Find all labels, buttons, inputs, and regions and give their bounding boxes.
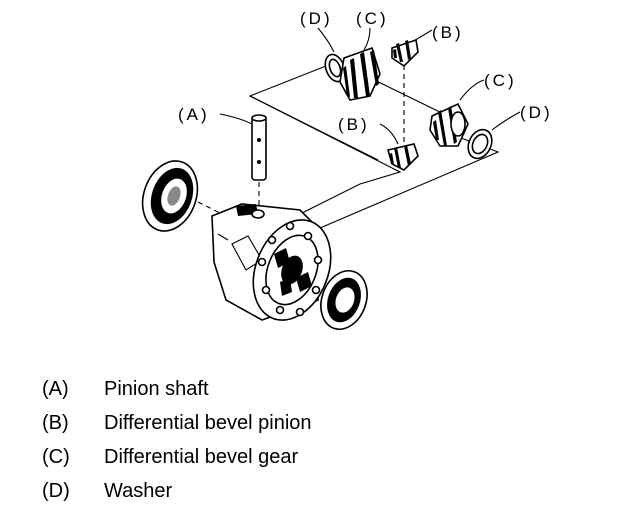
legend-key: (C) bbox=[42, 446, 70, 468]
callout-b-top: (B) bbox=[432, 23, 464, 42]
parts-legend: (A) Pinion shaft (B) Differential bevel … bbox=[42, 372, 602, 508]
legend-row: (B) Differential bevel pinion bbox=[42, 406, 602, 440]
pinion-shaft bbox=[251, 114, 267, 181]
legend-key: (A) bbox=[42, 378, 69, 400]
callout-c-right: (C) bbox=[484, 71, 517, 90]
differential-exploded-diagram: (D) (C) (B) (C) (D) (A) (B) bbox=[141, 9, 553, 330]
washer-right bbox=[467, 128, 493, 160]
leader-lines bbox=[219, 27, 521, 145]
callout-d-top: (D) bbox=[300, 9, 333, 28]
bevel-pinion-top bbox=[391, 38, 419, 68]
callout-a: (A) bbox=[178, 105, 210, 124]
differential-case bbox=[211, 203, 332, 321]
bearing-left bbox=[141, 160, 199, 232]
bevel-pinion-middle bbox=[386, 143, 419, 171]
legend-desc: Differential bevel gear bbox=[104, 446, 299, 468]
legend-desc: Pinion shaft bbox=[104, 378, 209, 400]
legend-desc: Washer bbox=[104, 480, 173, 502]
bevel-gear-top bbox=[339, 46, 381, 101]
legend-row: (D) Washer bbox=[42, 474, 602, 508]
legend-key: (D) bbox=[42, 480, 70, 502]
bearing-right bbox=[320, 270, 368, 330]
legend-desc: Differential bevel pinion bbox=[104, 412, 312, 434]
callout-d-right: (D) bbox=[520, 103, 553, 122]
callout-b-mid: (B) bbox=[338, 115, 370, 134]
callout-c-top: (C) bbox=[356, 9, 389, 28]
bevel-gear-right bbox=[429, 102, 469, 147]
legend-row: (A) Pinion shaft bbox=[42, 372, 602, 406]
legend-key: (B) bbox=[42, 412, 69, 434]
legend-row: (C) Differential bevel gear bbox=[42, 440, 602, 474]
